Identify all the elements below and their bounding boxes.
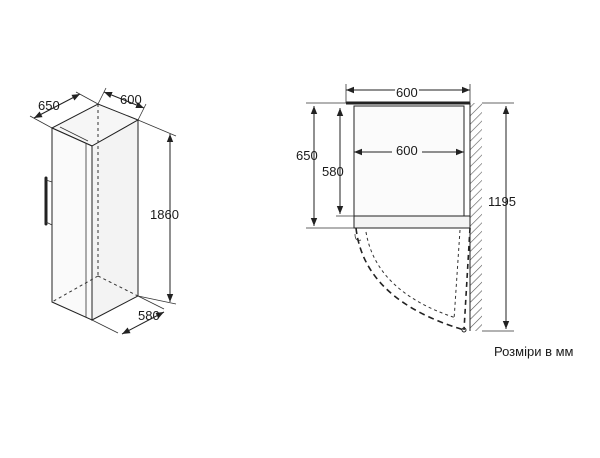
dim-outer-depth: 650	[296, 148, 318, 163]
cabinet-body	[353, 105, 465, 217]
units-note: Розміри в мм	[494, 344, 574, 359]
dim-inner-width: 600	[396, 143, 418, 158]
dim-left-height: 1860	[150, 207, 179, 222]
fridge-side-face	[91, 119, 139, 321]
dim-door-swing-depth: 1195	[488, 194, 516, 209]
dim-left-width: 600	[120, 92, 142, 107]
dim-top-width: 600	[396, 85, 418, 100]
door-swing-arc-outer	[355, 227, 465, 331]
isometric-fridge: 650 600 1860 580	[29, 87, 179, 335]
dim-left-depth: 650	[38, 98, 60, 113]
dim-inner-depth: 580	[322, 164, 344, 179]
dim-left-bottom-depth: 580	[138, 308, 160, 323]
door-swing-arc-inner	[365, 231, 457, 319]
door-closed	[353, 215, 471, 229]
top-view-plan: 600 600 650 580 1195	[296, 83, 516, 333]
wall-hatch	[470, 103, 482, 331]
